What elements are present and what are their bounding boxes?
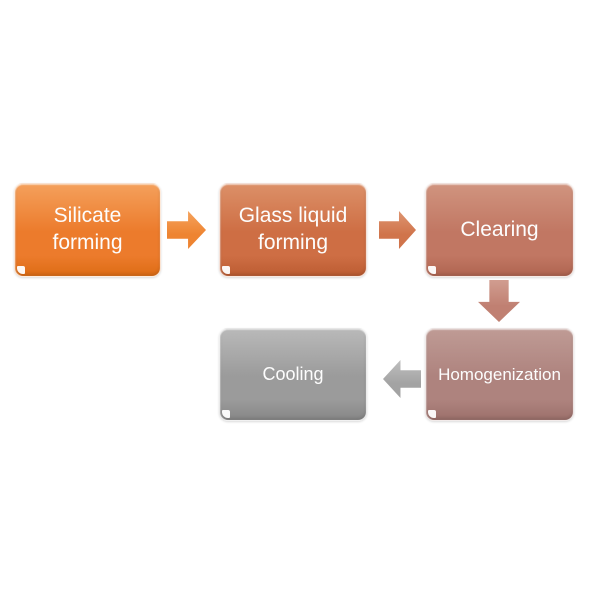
node-cooling-label: Cooling: [262, 363, 324, 384]
arrow-left-icon[interactable]: [383, 360, 421, 398]
node-clearing[interactable]: Clearing: [425, 183, 574, 277]
arrow-down-icon[interactable]: [478, 280, 520, 322]
node-silicate-forming-label: Silicate forming: [52, 204, 123, 254]
node-clearing-label: Clearing: [460, 217, 539, 241]
node-silicate-forming[interactable]: Silicate forming: [14, 183, 161, 277]
arrow-right-icon[interactable]: [379, 211, 416, 249]
node-homogenization-label: Homogenization: [438, 364, 561, 384]
node-glass-liquid-forming-label: Glass liquid forming: [238, 204, 348, 254]
node-homogenization[interactable]: Homogenization: [425, 328, 574, 421]
node-cooling[interactable]: Cooling: [219, 328, 367, 421]
node-glass-liquid-forming[interactable]: Glass liquid forming: [219, 183, 367, 277]
arrow-right-icon[interactable]: [167, 211, 206, 249]
